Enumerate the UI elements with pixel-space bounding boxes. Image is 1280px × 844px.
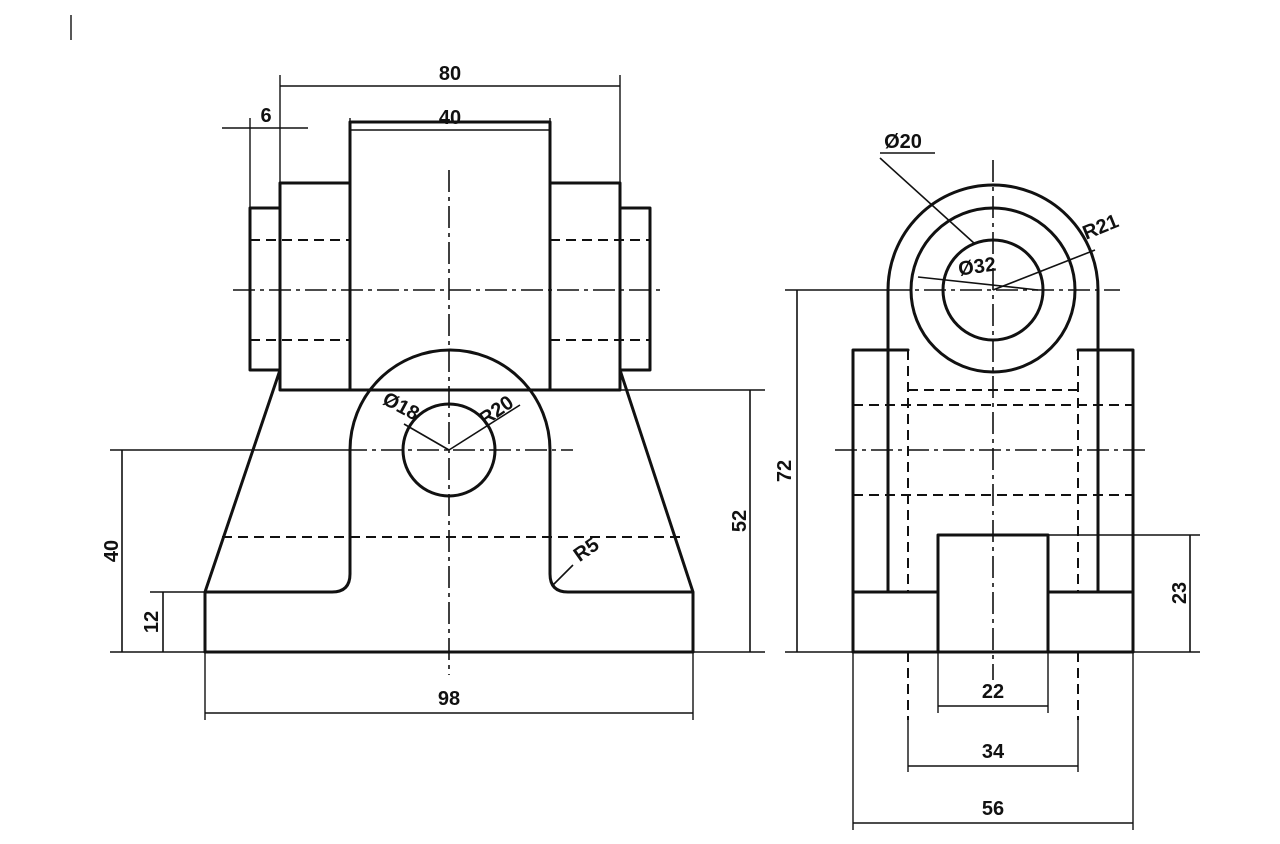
leader-bore-dia (403, 423, 450, 451)
front-view (203, 120, 695, 675)
front-left-ear (278, 181, 352, 392)
dim-label-34: 34 (982, 741, 1005, 763)
side-view (835, 152, 1150, 720)
dim-label-inner-dia: Ø32 (957, 254, 998, 281)
dim-label-72: 72 (774, 460, 796, 482)
dim-label-40-top: 40 (439, 107, 461, 129)
dim-label-6: 6 (260, 105, 271, 127)
dim-label-fillet-radius: R5 (570, 534, 604, 567)
dim-label-23: 23 (1169, 582, 1191, 604)
dim-label-40-left: 40 (101, 540, 123, 562)
side-upright-outline (886, 183, 1100, 594)
side-dimensions (785, 289, 1200, 830)
leader-outer-dia (879, 157, 976, 245)
leader-inner-dia (917, 276, 1039, 291)
dim-label-98: 98 (438, 688, 460, 710)
front-center-block (348, 120, 552, 392)
side-dimension-labels: Ø20 Ø32 R21 72 23 22 34 56 (774, 131, 1191, 820)
dim-label-outer-dia: Ø20 (884, 131, 922, 153)
leader-fillet-radius (552, 564, 574, 586)
side-right-base (1046, 348, 1135, 654)
dim-label-56: 56 (982, 798, 1004, 820)
front-left-boss (248, 206, 282, 372)
dim-label-outer-radius: R21 (1080, 210, 1122, 244)
front-dimensions (110, 75, 765, 720)
dim-label-arch-radius: R20 (475, 392, 518, 431)
front-right-boss (618, 206, 652, 372)
front-dimension-labels: 80 40 6 Ø18 R20 R5 40 12 52 98 (101, 63, 751, 710)
leader-outer-radius (992, 249, 1096, 291)
dim-label-80: 80 (439, 63, 461, 85)
side-left-base (851, 348, 940, 654)
dim-label-22: 22 (982, 681, 1004, 703)
dim-label-12: 12 (141, 611, 163, 633)
front-right-ear (548, 181, 622, 392)
leader-arch-radius (448, 404, 521, 451)
dim-label-52: 52 (729, 510, 751, 532)
